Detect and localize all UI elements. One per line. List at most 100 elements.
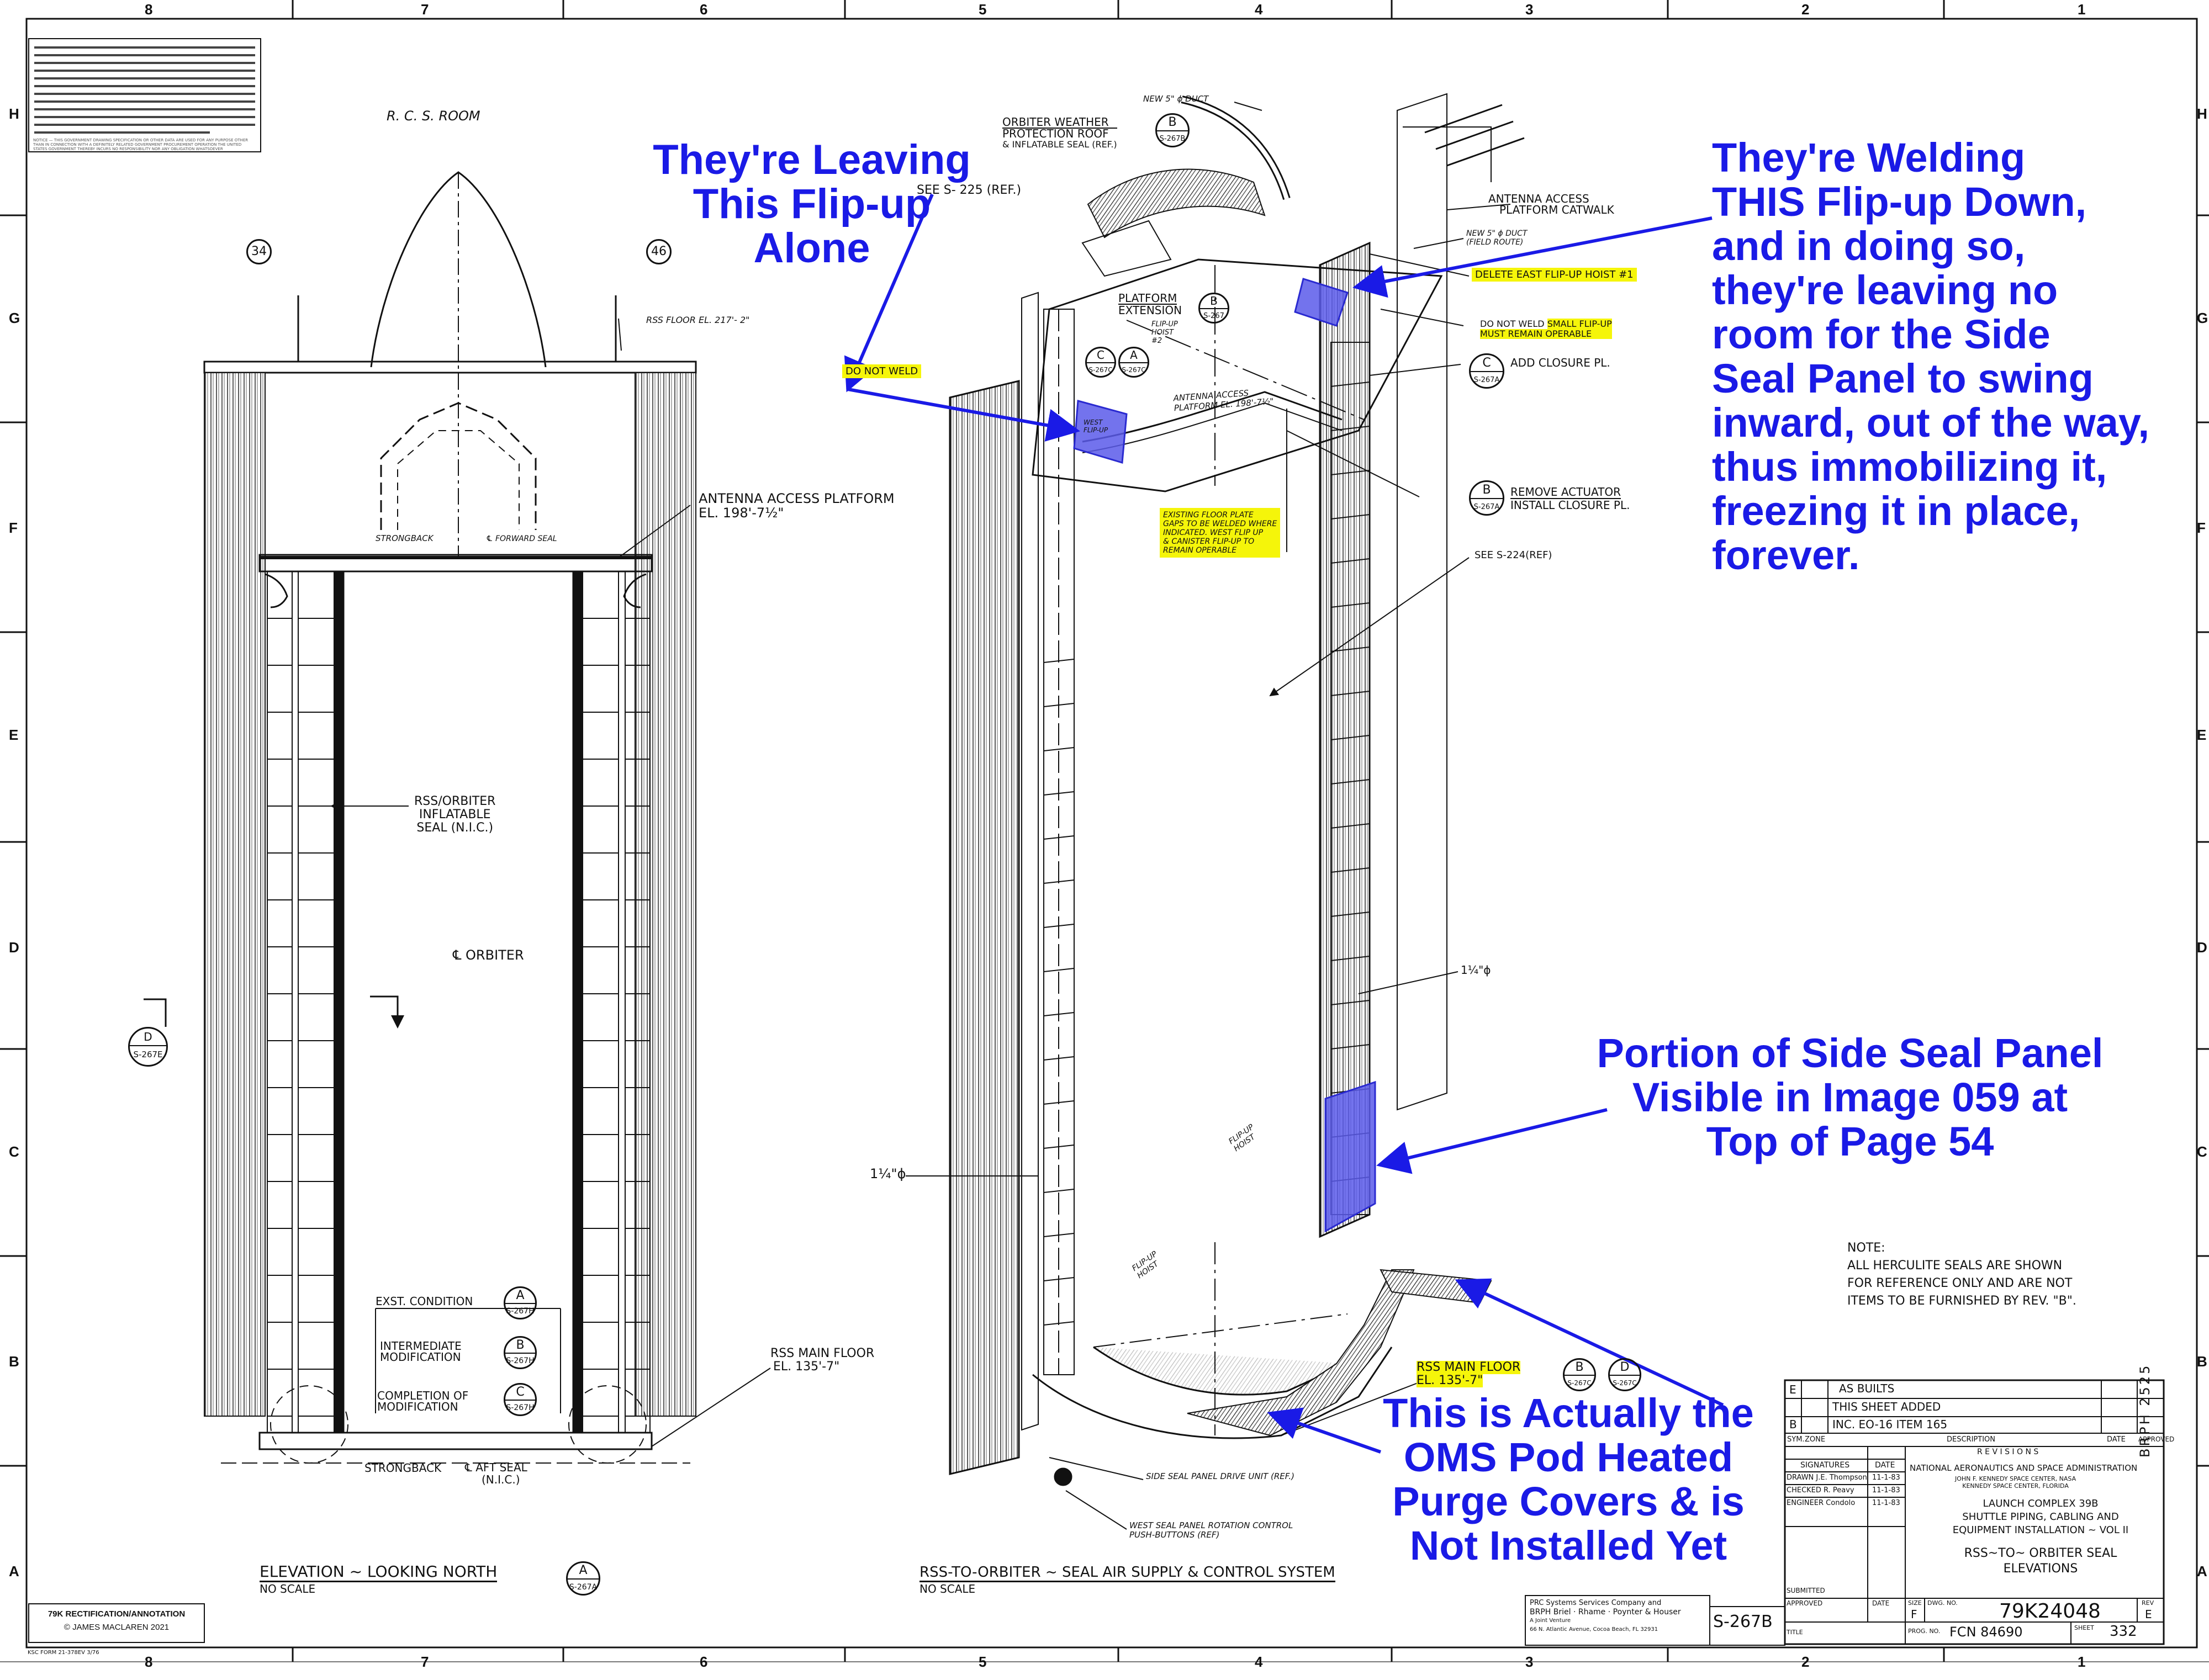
zone-column-3-top: 3 [1525,1,1534,18]
zone-column-1-top: 1 [2078,1,2086,18]
flipup-hoist-2-label: FLIP-UP HOIST #2 [1151,320,1178,345]
signatures-header: SIGNATURES [1800,1461,1850,1470]
west-seal-control-label: WEST SEAL PANEL ROTATION CONTROL PUSH-BU… [1129,1520,1293,1540]
drawn-date: 11-1-83 [1872,1474,1900,1482]
ladder-rung [1330,1044,1370,1050]
zone-column-6-bottom: 6 [700,1653,708,1670]
add-closure-bubble: C S-267A [1469,353,1504,389]
zone-row-A-right: A [2197,1563,2207,1580]
do-not-weld-note: DO NOT WELD [842,364,922,378]
column-34: 34 [246,239,272,264]
zone-row-F-left: F [9,520,18,536]
ladder-rung [1330,911,1370,917]
annotation-oms: This is Actually the OMS Pod Heated Purg… [1383,1390,1754,1568]
left-elevation [144,171,771,1464]
mod-bubble-c: C S-267H [504,1383,537,1416]
ladder-rung [1043,1277,1075,1281]
ladder-rung [1043,1189,1075,1193]
zone-row-G-right: G [2197,310,2208,326]
ladder-rung [1330,823,1370,829]
ladder-rung [1330,956,1370,961]
ladder-rung [1330,381,1370,387]
arrow-leaving [844,193,934,393]
zone-column-8-bottom: 8 [145,1653,153,1670]
strongback-bottom: STRONGBACK [364,1461,442,1475]
ladder-rung [1043,1321,1075,1326]
approved-header: APPROVED [2138,1435,2175,1443]
ladder-rung [1330,646,1370,652]
platform-extension-label: PLATFORM EXTENSION [1118,292,1182,317]
left-main-floor: RSS MAIN FLOOR EL. 135'-7" [770,1347,875,1374]
title-label: TITLE [1787,1629,1803,1636]
drawn-by: DRAWN J.E. Thompson [1787,1474,1867,1482]
sheet-ref: S-267B [1713,1612,1773,1631]
arrow-oms-1 [1455,1278,1724,1407]
sym-header: SYM. [1787,1435,1805,1444]
zone-row-E-right: E [2197,727,2207,743]
do-not-weld-small-note: DO NOT WELD SMALL FLIP-UP MUST REMAIN OP… [1480,319,1612,339]
zone-column-4-top: 4 [1255,1,1263,18]
fcn-number: FCN 84690 [1949,1624,2023,1640]
ladder-rung [1330,470,1370,475]
zone-row-D-right: D [2197,939,2207,956]
form-number: KSC FORM 21-378EV 3/76 [28,1650,99,1656]
zone-column-2-top: 2 [1801,1,1810,18]
see-224: SEE S-224(REF) [1475,549,1552,561]
ladder-rung [1043,1100,1075,1105]
annotation-portion: Portion of Side Seal Panel Visible in Im… [1597,1030,2104,1164]
zone-column-2-bottom: 2 [1801,1653,1810,1670]
flipup-bubble-a: A S-267C [1118,347,1149,378]
ladder-rung [1330,1000,1370,1005]
description-header: DESCRIPTION [1947,1435,1995,1444]
prog-label: PROG. NO. [1908,1628,1941,1635]
engineer-by: ENGINEER Condolo [1787,1499,1856,1507]
rev-b-sym: B [1789,1418,1797,1431]
delete-hoist-note: DELETE EAST FLIP-UP HOIST #1 [1472,268,1637,282]
blue-highlights [1073,278,1376,1233]
zone-column-8-top: 8 [145,1,153,18]
main-floor-bubble-b: B S-267C [1563,1358,1596,1391]
main-floor-bubble-d: D S-267C [1608,1358,1641,1391]
center-name: JOHN F. KENNEDY SPACE CENTER, NASA KENNE… [1955,1475,2076,1490]
zone-row-F-right: F [2197,520,2206,536]
zone-row-E-left: E [9,727,19,743]
quarter-dia-left: 1¼"ϕ [870,1166,906,1181]
ladder-rung [1043,1233,1075,1237]
notice-text: NOTICE — THIS GOVERNMENT DRAWING SPECIFI… [33,138,249,151]
zone-column-6-top: 6 [700,1,708,18]
orbiter-centerline: ℄ ORBITER [453,947,524,963]
sheet-title: RSS~TO~ ORBITER SEAL ELEVATIONS [1964,1546,2117,1576]
checked-by: CHECKED R. Peavy [1787,1486,1854,1494]
sheet-border [0,18,2209,1662]
mod-bubble-a: A S-267H [504,1286,537,1319]
zone-column-5-top: 5 [979,1,987,18]
approved-date-label: DATE [1872,1599,1890,1607]
quarter-dia-upper: 1¼"ϕ [1461,963,1491,977]
checked-date: 11-1-83 [1872,1486,1900,1494]
side-seal-highlight [1324,1080,1376,1233]
as-builts: AS BUILTS [1839,1382,1895,1395]
sheet-number: 332 [2110,1623,2137,1640]
zone-column-7-top: 7 [421,1,429,18]
annotation-welding: They're Welding THIS Flip-up Down, and i… [1712,135,2150,578]
weather-roof-bubble: B S-267B [1155,113,1190,147]
date-header: DATE [2107,1435,2126,1444]
zone-row-H-left: H [9,105,19,122]
new-duct-label: NEW 5" ϕ DUCT [1143,94,1209,104]
ladder-rung [1330,691,1370,696]
intermediate-mod: INTERMEDIATE MODIFICATION [380,1339,462,1364]
right-main-floor: RSS MAIN FLOOR EL. 135'-7" [1417,1360,1521,1387]
ladder-rung [1043,747,1075,751]
ladder-rung [1043,1144,1075,1149]
agency-name: NATIONAL AERONAUTICS AND SPACE ADMINISTR… [1910,1463,2138,1473]
arrow-portion [1376,1108,1608,1174]
submitted-label: SUBMITTED [1787,1587,1825,1594]
zone-column-1-bottom: 1 [2078,1653,2086,1670]
prc-brph-block: PRC Systems Services Company and BRPH Br… [1530,1599,1681,1633]
aft-seal-label: ℄ AFT SEAL (N.I.C.) [465,1461,527,1486]
platform-ext-bubble: B S-267 [1198,293,1229,324]
left-view-title: ELEVATION ~ LOOKING NORTH [260,1562,498,1582]
zone-column-4-bottom: 4 [1255,1653,1263,1670]
